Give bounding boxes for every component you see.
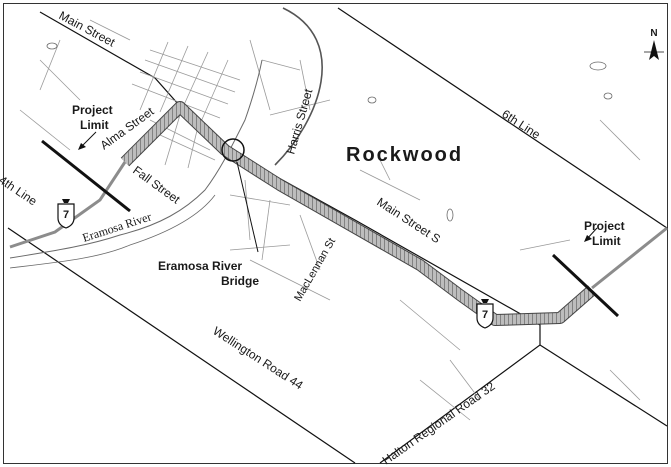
highway-shield-east[interactable]: 7 <box>476 299 494 329</box>
pond-shapes <box>46 42 613 222</box>
bridge-label-2: Bridge <box>221 274 259 288</box>
street-grid <box>19 19 641 421</box>
boundary-lines <box>7 7 668 464</box>
north-arrow-icon: N <box>644 28 664 60</box>
map-frame <box>3 3 668 464</box>
project-limit-west-label-2: Limit <box>80 118 109 132</box>
town-name: Rockwood <box>346 144 463 166</box>
project-limit-east-arrowhead <box>584 235 592 242</box>
project-limit-bar-west <box>41 139 131 213</box>
highway-shield-west[interactable]: 7 <box>57 199 75 229</box>
project-limit-east-label-2: Limit <box>592 234 621 248</box>
bridge-label-1: Eramosa River <box>158 259 242 273</box>
highway-shield-east-number: 7 <box>482 309 488 321</box>
highway-shield-west-number: 7 <box>63 209 69 221</box>
project-limit-west-label-1: Project <box>72 103 113 117</box>
north-arrow-label: N <box>650 28 657 39</box>
bridge-leader-line <box>236 161 259 253</box>
harris-street-line <box>274 7 323 166</box>
highway-7 <box>9 161 668 290</box>
project-corridor <box>120 101 596 326</box>
eramosa-river-line <box>9 59 263 259</box>
project-limit-east-label-1: Project <box>584 219 625 233</box>
project-limit-bar-east <box>551 253 620 318</box>
project-limit-west-arrowhead <box>78 143 86 150</box>
bridge-location-circle[interactable] <box>221 138 245 162</box>
river-bank-line <box>9 194 216 269</box>
